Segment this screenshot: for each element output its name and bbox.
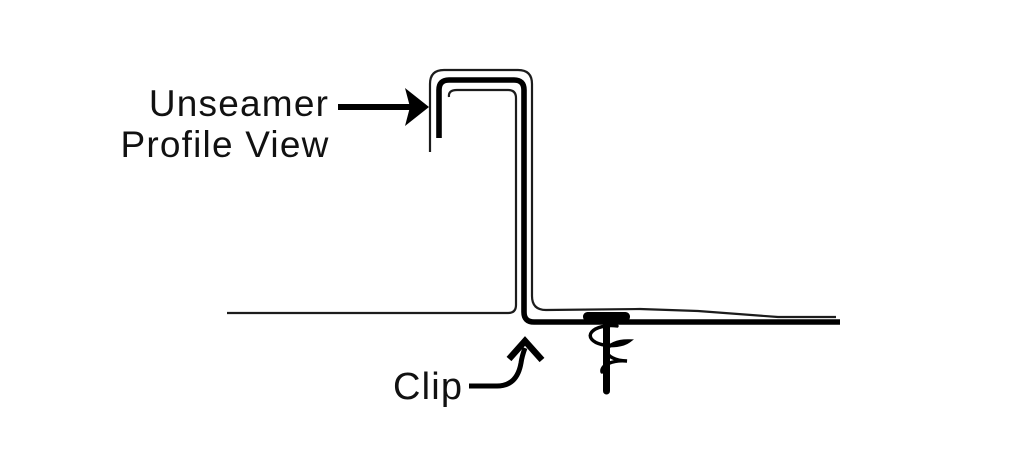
clip-label: Clip <box>393 366 463 408</box>
unseamer-label-line1: Unseamer <box>149 83 329 124</box>
panel-thick-line <box>436 77 840 325</box>
right-arrow-head <box>405 88 429 126</box>
panel-inner-line <box>227 88 518 315</box>
unseamer-label-line2: Profile View <box>120 124 329 165</box>
curved-up-arrow-icon <box>469 336 545 389</box>
panel-profile-drawing <box>227 68 840 325</box>
unseamer-callout: Unseamer Profile View <box>120 83 429 165</box>
curved-arrow-shaft <box>469 347 528 389</box>
curved-arrow-head <box>506 336 545 363</box>
clip-callout: Clip <box>393 336 545 408</box>
right-arrow-icon <box>338 88 429 126</box>
fastener-screw-icon <box>583 312 634 395</box>
panel-outer-line <box>428 68 836 319</box>
screw-thread-coil <box>588 323 634 374</box>
